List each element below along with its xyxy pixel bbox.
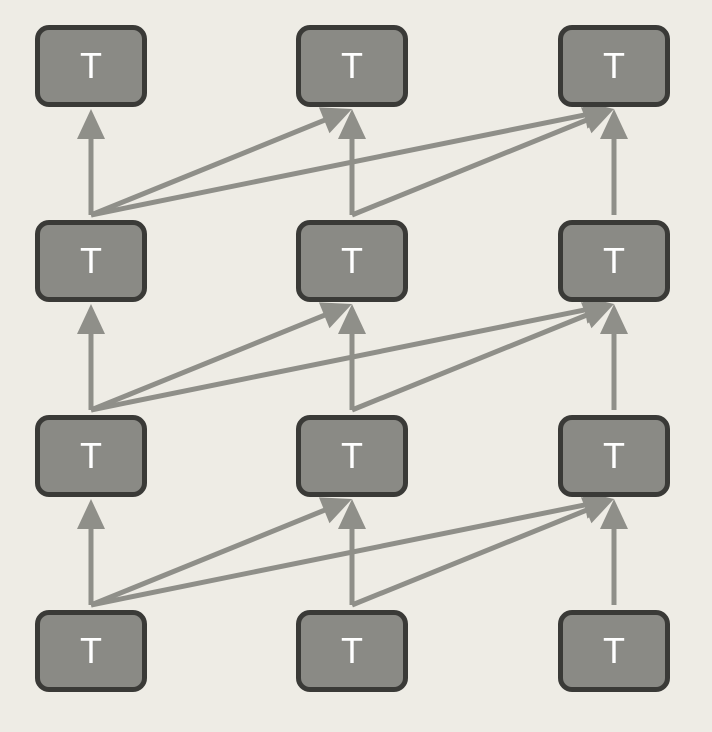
node-n-2-0: T: [35, 415, 147, 497]
edge-n-2-1-to-n-1-2: [351, 311, 591, 413]
node-n-2-2: T: [558, 415, 670, 497]
arrowhead-n-1-2-to-n-0-2: [600, 109, 628, 139]
node-n-3-1: T: [296, 610, 408, 692]
node-n-3-0: T: [35, 610, 147, 692]
arrowhead-n-2-1-to-n-1-1: [338, 304, 366, 334]
arrowhead-n-1-1-to-n-0-2: [580, 107, 614, 134]
node-n-0-1: T: [296, 25, 408, 107]
node-n-2-1: T: [296, 415, 408, 497]
node-n-1-0: T: [35, 220, 147, 302]
edge-n-3-1-to-n-2-2: [351, 506, 591, 608]
node-n-0-2: T: [558, 25, 670, 107]
edge-n-2-0-to-n-1-2: [90, 306, 590, 413]
arrowhead-n-3-0-to-n-2-0: [77, 499, 105, 529]
edge-n-1-0-to-n-0-2: [90, 111, 590, 218]
node-n-3-2: T: [558, 610, 670, 692]
node-n-0-0: T: [35, 25, 147, 107]
arrowhead-n-2-0-to-n-1-0: [77, 304, 105, 334]
arrowhead-n-2-1-to-n-1-2: [580, 302, 614, 329]
edge-n-3-0-to-n-2-2: [90, 501, 590, 608]
node-n-1-2: T: [558, 220, 670, 302]
arrowhead-n-2-0-to-n-1-1: [318, 302, 352, 329]
arrowhead-n-3-1-to-n-2-1: [338, 499, 366, 529]
arrowhead-n-1-0-to-n-0-0: [77, 109, 105, 139]
edge-n-1-0-to-n-0-1: [90, 116, 329, 218]
node-n-1-1: T: [296, 220, 408, 302]
edge-n-3-0-to-n-2-1: [90, 506, 329, 608]
arrowhead-n-1-0-to-n-0-1: [318, 107, 352, 134]
arrowhead-n-3-2-to-n-2-2: [600, 499, 628, 529]
arrowhead-n-2-2-to-n-1-2: [600, 304, 628, 334]
arrowhead-n-1-1-to-n-0-1: [338, 109, 366, 139]
edge-n-2-0-to-n-1-1: [90, 311, 329, 413]
arrowhead-n-3-0-to-n-2-1: [318, 497, 352, 524]
arrowhead-n-3-1-to-n-2-2: [580, 497, 614, 524]
edge-n-1-1-to-n-0-2: [351, 116, 591, 218]
